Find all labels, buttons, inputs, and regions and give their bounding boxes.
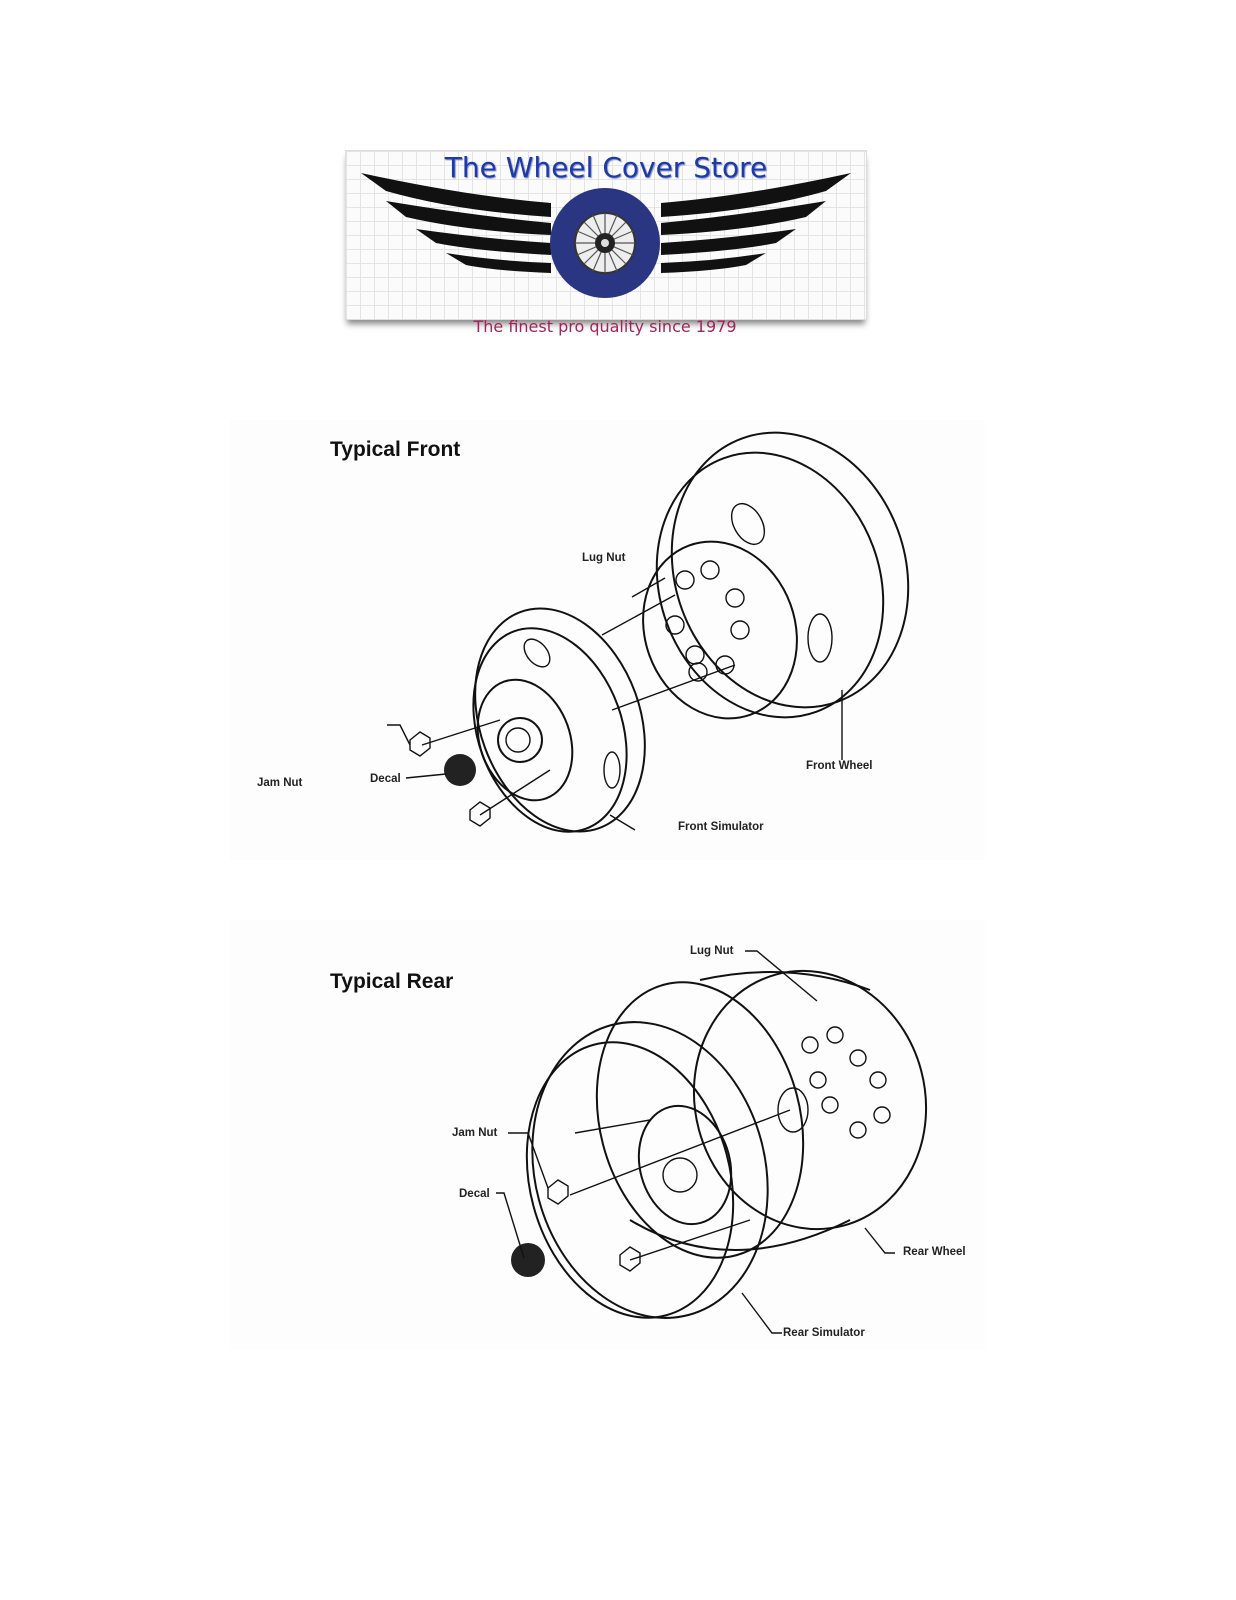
front-wheel-assembly-drawing xyxy=(387,431,910,833)
rear-simulator-label: Rear Simulator xyxy=(783,1327,865,1339)
front-wheel-label: Front Wheel xyxy=(806,760,873,772)
decal-icon xyxy=(444,754,476,786)
front-lug-nut-label: Lug Nut xyxy=(582,552,626,564)
front-decal-label: Decal xyxy=(370,773,401,785)
rear-wheel-assembly-drawing xyxy=(496,950,928,1334)
store-logo: The Wheel Cover Store xyxy=(345,150,867,320)
logo-title: The Wheel Cover Store xyxy=(444,151,768,184)
front-diagram: Typical Front Lug Nut Front Wheel Jam Nu… xyxy=(230,420,985,860)
winged-wheel-icon xyxy=(361,173,851,298)
front-heading: Typical Front xyxy=(330,438,461,461)
rear-wheel-label: Rear Wheel xyxy=(903,1246,966,1258)
rear-jam-nut-label: Jam Nut xyxy=(452,1127,498,1139)
rear-lug-nut-label: Lug Nut xyxy=(690,945,734,957)
rear-decal-label: Decal xyxy=(459,1188,490,1200)
front-jam-nut-label: Jam Nut xyxy=(257,777,303,789)
rear-heading: Typical Rear xyxy=(330,970,454,993)
logo-tagline: The finest pro quality since 1979 xyxy=(473,317,737,336)
decal-icon xyxy=(511,1243,545,1277)
rear-diagram: Typical Rear Lug Nut Jam Nut Decal Rear … xyxy=(230,920,985,1350)
front-simulator-label: Front Simulator xyxy=(678,821,764,833)
